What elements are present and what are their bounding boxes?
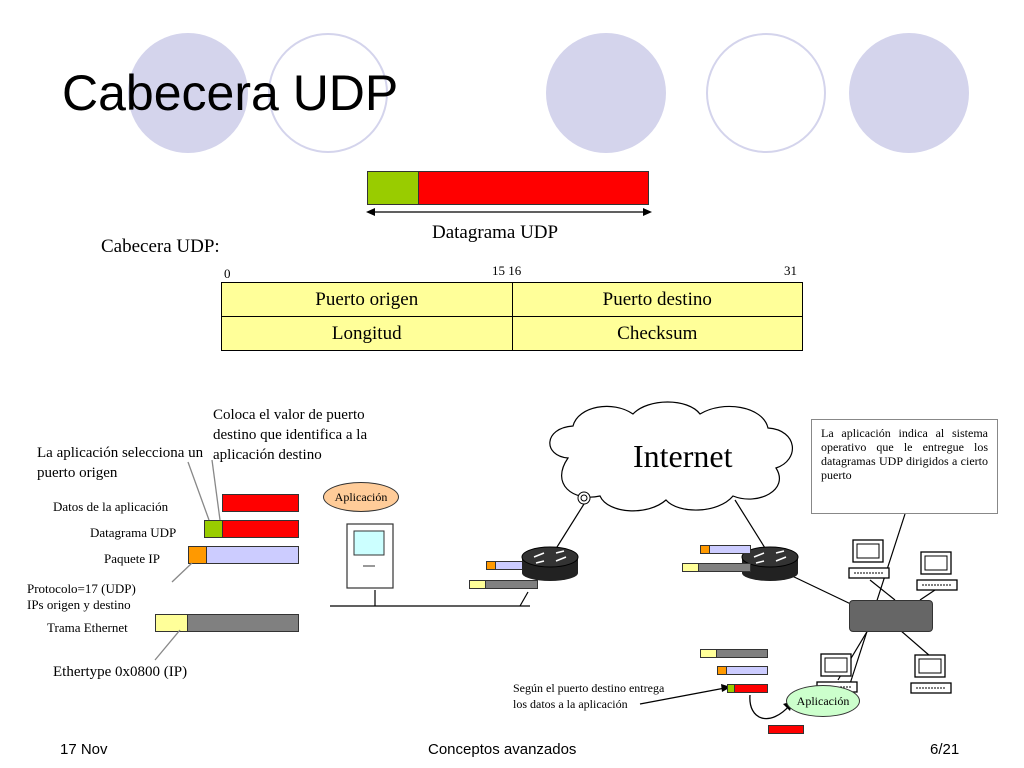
layer-label-ethernet: Trama Ethernet (47, 620, 128, 635)
receiver-app-oval: Aplicación (786, 685, 860, 717)
protocol-note-line1: Protocolo=17 (UDP) (27, 581, 136, 596)
ip-data-bar (206, 546, 299, 564)
header-caption: Cabecera UDP: (101, 236, 220, 257)
bit-label-31: 31 (784, 263, 797, 278)
field-checksum: Checksum (511, 316, 803, 351)
layer-label-udp: Datagrama UDP (90, 525, 177, 540)
datagram-span-arrow (366, 208, 652, 216)
footer-page: 6/21 (930, 741, 960, 758)
layer-label-ip: Paquete IP (104, 551, 160, 566)
decor-circle-5 (849, 33, 969, 153)
computer-icon (346, 523, 394, 589)
footer-date: 17 Nov (60, 741, 108, 758)
sender-app-label: Aplicación (334, 489, 388, 504)
ethertype-note: Ethertype 0x0800 (IP) (53, 664, 188, 680)
receiver-app-label: Aplicación (796, 693, 850, 708)
router-icon (741, 546, 799, 581)
footer-topic: Conceptos avanzados (428, 741, 577, 758)
receiver-note: La aplicación indica al sistema operativ… (811, 419, 998, 514)
datagram-label: Datagrama UDP (432, 222, 559, 243)
rx-eth-body (716, 649, 768, 658)
field-dest-port: Puerto destino (511, 282, 803, 317)
router-icon (521, 546, 579, 581)
decor-circle-1 (128, 33, 248, 153)
eth-data-bar (187, 614, 299, 632)
protocol-note-line2: IPs origen y destino (27, 597, 131, 612)
sender-app-oval: Aplicación (323, 482, 399, 512)
rx-eth-hdr (700, 649, 717, 658)
slide-title: Cabecera UDP (62, 65, 399, 121)
udp-header-table: Puerto origen Puerto destino Longitud Ch… (221, 282, 803, 351)
computer-icon (910, 654, 952, 694)
table-row: Puerto origen Puerto destino (221, 282, 803, 317)
computer-icon (916, 551, 958, 591)
datagram-header-block (367, 171, 419, 205)
app-data-bar (222, 494, 299, 512)
rx-udp-body (734, 684, 768, 693)
switch-icon (849, 600, 933, 632)
cloud-icon (549, 401, 793, 512)
datagram-data-block (418, 171, 649, 205)
cloud-label: Internet (633, 438, 733, 474)
table-row: Longitud Checksum (221, 316, 803, 351)
packet-right-2-body (698, 563, 751, 572)
udp-data-bar (222, 520, 299, 538)
rx-app-data (768, 725, 804, 734)
packet-right-2-hdr (682, 563, 699, 572)
callout-source-port: La aplicación selecciona un puerto orige… (37, 445, 204, 481)
bit-label-0: 0 (224, 266, 231, 281)
field-length: Longitud (221, 316, 513, 351)
field-source-port: Puerto origen (221, 282, 513, 317)
lan-line-left (330, 590, 530, 607)
bit-label-15-16: 15 16 (492, 263, 522, 278)
decor-circle-3 (546, 33, 666, 153)
layer-label-app-data: Datos de la aplicación (53, 499, 169, 514)
decor-circle-4 (706, 33, 826, 153)
delivery-note-line1: Según el puerto destino entrega (513, 681, 665, 695)
packet-right-1-body (709, 545, 751, 554)
rx-ip-body (726, 666, 768, 675)
computer-icon (848, 539, 890, 579)
decor-circle-2 (268, 33, 388, 153)
packet-left-2-body (485, 580, 538, 589)
delivery-note-line2: los datos a la aplicación (513, 697, 628, 711)
callout-dest-port: Coloca el valor de puerto destino que id… (213, 407, 368, 463)
